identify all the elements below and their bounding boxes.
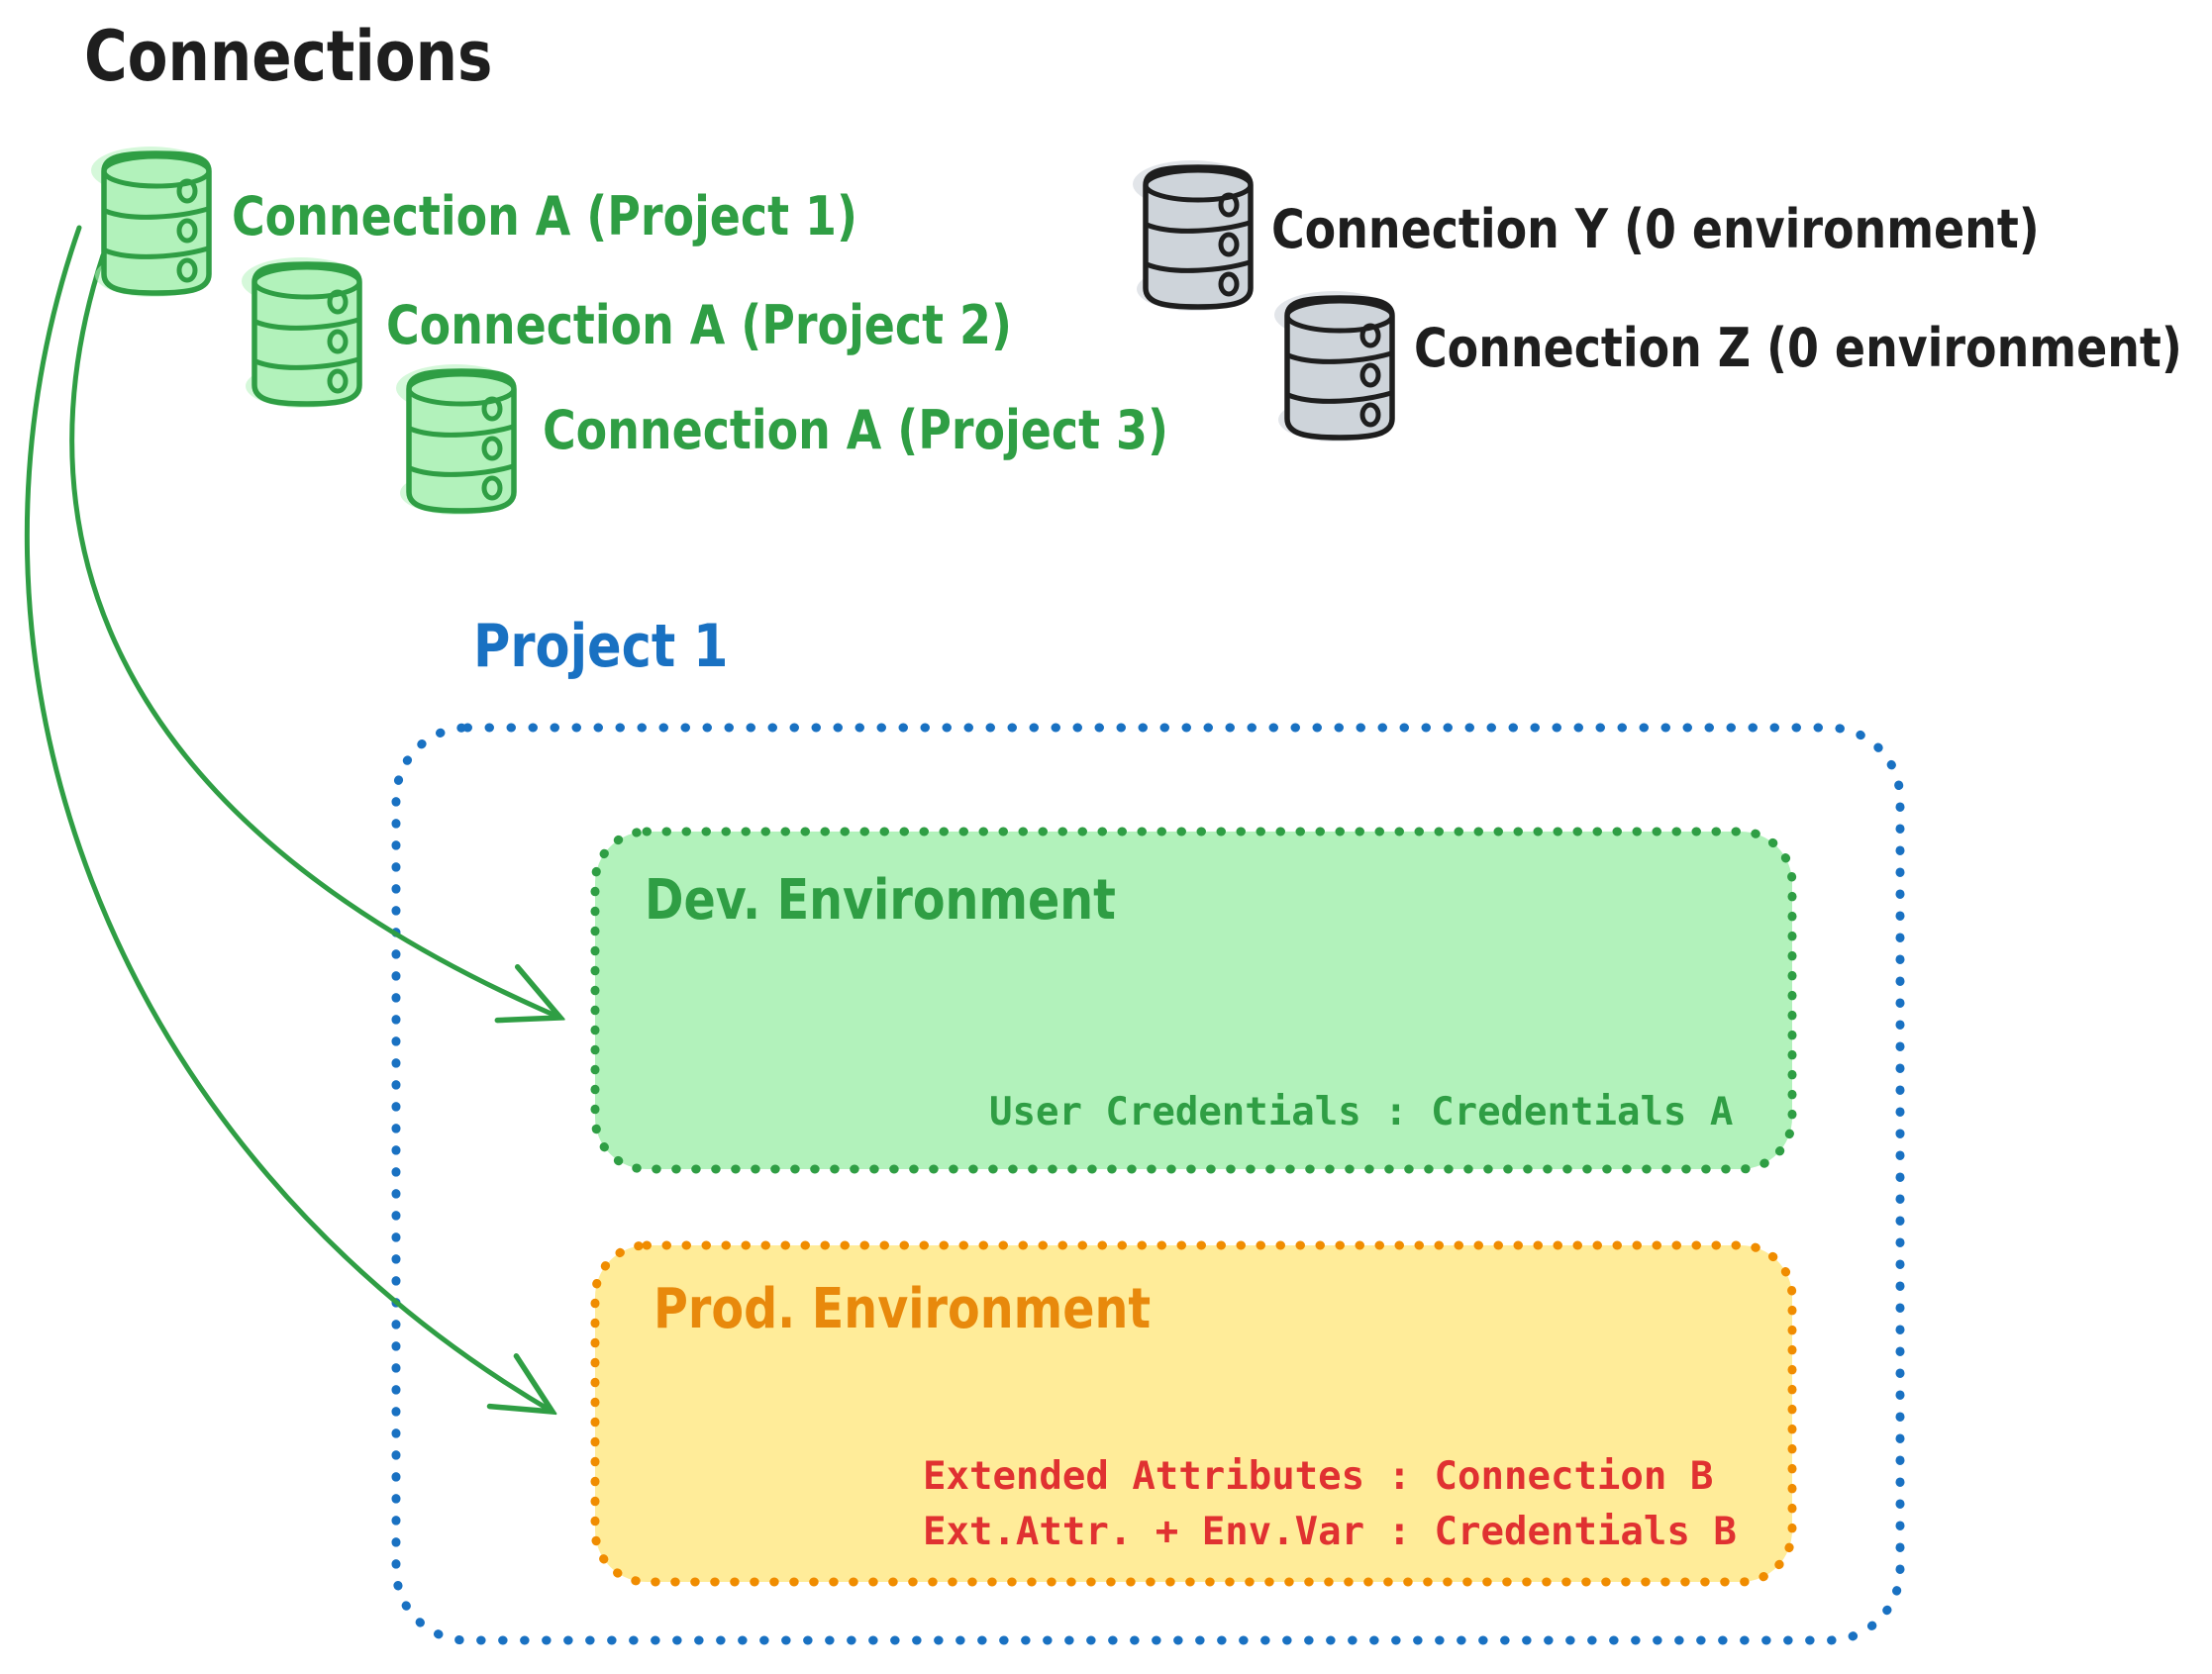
dev-environment-box [590,827,1797,1174]
arrow-connection-a-to-prod [24,225,553,1412]
database-icon-connection-z [1274,291,1393,442]
database-icon-connection-y [1133,160,1252,311]
prod-mapping-extended-attributes: Extended Attributes : Connection B [923,1454,1714,1499]
dev-environment-credentials-mapping: User Credentials : Credentials A [989,1090,1734,1134]
label-connection-y: Connection Y (0 environment) [1271,198,2040,260]
arrow-connection-a-to-dev [69,252,560,1018]
label-connection-a-project-3: Connection A (Project 3) [543,399,1168,461]
dev-environment-title: Dev. Environment [645,868,1116,933]
database-icon-connection-a-project-3 [396,364,515,515]
label-connection-z: Connection Z (0 environment) [1414,317,2182,379]
label-connection-a-project-2: Connection A (Project 2) [386,294,1012,356]
diagram-title: Connections [84,16,493,97]
prod-environment-title: Prod. Environment [654,1277,1152,1341]
database-icon-connection-a-project-1 [91,147,210,297]
prod-environment-box [590,1240,1797,1587]
label-connection-a-project-1: Connection A (Project 1) [232,185,857,247]
database-icon-connection-a-project-2 [242,257,360,408]
prod-mapping-ext-attr-env-var: Ext.Attr. + Env.Var : Credentials B [923,1510,1737,1554]
project-1-title: Project 1 [473,612,729,681]
prod-environment-mappings: Extended Attributes : Connection B Ext.A… [923,1449,1737,1560]
